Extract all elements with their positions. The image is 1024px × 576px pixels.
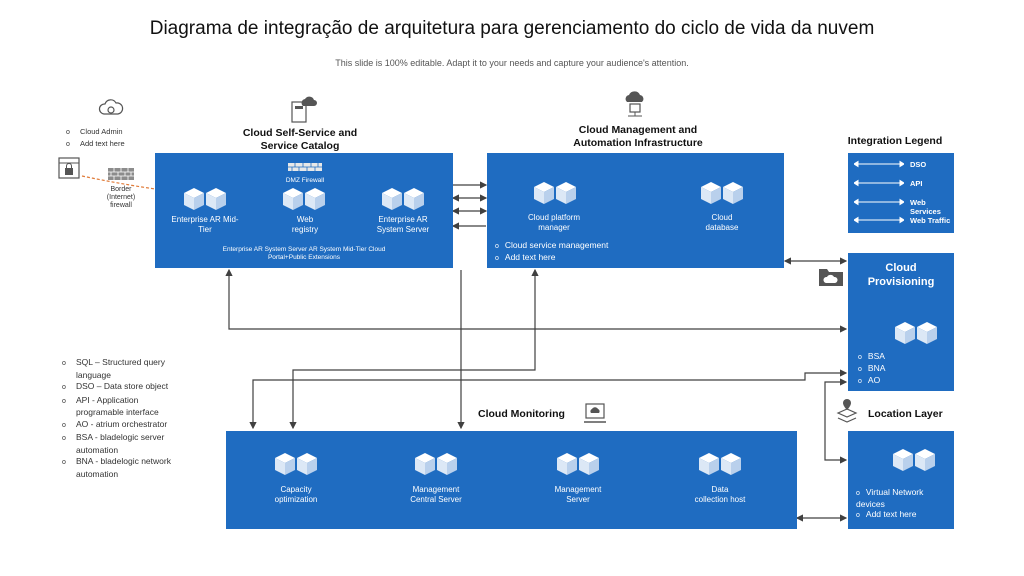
self-service-box: DMZ Firewall Enterprise AR Mid- Tier Web…	[155, 153, 453, 268]
node-capacity: Capacity optimization	[274, 485, 318, 504]
legend-item-api: API	[910, 179, 923, 188]
cubes-icon	[699, 453, 741, 475]
legend-item-dso: DSO	[910, 160, 927, 169]
legend-box: DSO API Web Services Web Traffic	[848, 153, 954, 233]
definition-item: BSA - bladelogic server automation	[62, 432, 180, 455]
cubes-icon	[415, 453, 457, 475]
definition-item: API - Application programable interface	[62, 395, 180, 418]
definition-item: DSO – Data store object	[62, 381, 180, 394]
management-item: Add text here	[495, 252, 608, 264]
provisioning-header: Cloud Provisioning	[867, 262, 935, 288]
dmz-label: DMZ Firewall	[285, 177, 325, 184]
management-box: Cloud platform manager Cloud database Cl…	[487, 153, 784, 268]
node-platform-manager: Cloud platform manager	[527, 213, 581, 232]
server-cloud-icon	[291, 96, 317, 123]
dmz-firewall-icon	[288, 163, 322, 171]
arrow-prov-location	[824, 378, 848, 464]
location-header: Location Layer	[868, 408, 943, 420]
definitions-list: SQL – Structured query language DSO – Da…	[62, 357, 180, 480]
cubes-icon	[283, 188, 325, 210]
provisioning-item: BSA	[858, 351, 885, 363]
arrow-prov-capacity	[249, 369, 848, 430]
monitoring-box: Capacity optimization Management Central…	[226, 431, 797, 529]
admin-list: Cloud Admin Add text here	[66, 127, 125, 150]
page-title: Diagrama de integração de arquitetura pa…	[149, 18, 875, 39]
brick-firewall-icon	[108, 168, 134, 180]
cubes-icon	[895, 322, 937, 344]
provisioning-item: BNA	[858, 363, 885, 375]
node-data-collection: Data collection host	[694, 485, 746, 504]
admin-item: Cloud Admin	[66, 127, 125, 138]
location-list: Virtual Network devices Add text here	[856, 487, 923, 521]
self-service-header: Cloud Self-Service and Service Catalog	[242, 127, 358, 152]
legend-item-web-traffic: Web Traffic	[910, 216, 951, 225]
provisioning-box: Cloud Provisioning BSA BNA AO	[848, 253, 954, 391]
cubes-icon	[184, 188, 226, 210]
arrow-platform-capacity	[289, 268, 539, 430]
cubes-icon	[557, 453, 599, 475]
management-list: Cloud service management Add text here	[495, 240, 608, 264]
location-item: Virtual Network devices	[856, 487, 923, 509]
arrow-ss-prov	[225, 268, 848, 333]
definition-item: BNA - bladelogic network automation	[62, 456, 180, 479]
location-box: Virtual Network devices Add text here	[848, 431, 954, 529]
management-item: Cloud service management	[495, 240, 608, 252]
location-item: Add text here	[856, 509, 923, 521]
monitoring-header: Cloud Monitoring	[478, 408, 565, 420]
self-service-footer: Enterprise AR System Server AR System Mi…	[222, 246, 386, 261]
node-cloud-database: Cloud database	[705, 213, 739, 232]
cubes-icon	[701, 182, 743, 204]
cubes-icon	[893, 449, 935, 471]
node-management-server: Management Server	[554, 485, 602, 504]
monitor-cloud-icon	[584, 403, 606, 423]
cloud-gear-icon	[98, 99, 124, 115]
legend-item-web-services: Web Services	[910, 198, 941, 216]
definition-item: AO - atrium orchestrator	[62, 419, 180, 432]
cloud-network-icon	[625, 91, 644, 117]
node-ar-server: Enterprise AR System Server	[376, 215, 430, 234]
layers-pin-icon	[836, 399, 858, 423]
admin-item: Add text here	[66, 139, 125, 150]
definition-item: SQL – Structured query language	[62, 357, 180, 380]
folder-cloud-icon	[819, 269, 843, 286]
management-header: Cloud Management and Automation Infrastr…	[573, 124, 703, 149]
page-subtitle: This slide is 100% editable. Adapt it to…	[335, 58, 689, 68]
browser-lock-icon	[58, 157, 80, 179]
node-midtier: Enterprise AR Mid- Tier	[171, 215, 239, 234]
cubes-icon	[275, 453, 317, 475]
node-central-server: Management Central Server	[410, 485, 462, 504]
node-web-registry: Web registry	[291, 215, 319, 234]
cubes-icon	[382, 188, 424, 210]
legend-arrows	[854, 160, 904, 224]
legend-header: Integration Legend	[847, 135, 943, 147]
provisioning-list: BSA BNA AO	[858, 351, 885, 387]
firewall-label: Border (Internet) firewall	[106, 186, 136, 209]
provisioning-item: AO	[858, 375, 885, 387]
cubes-icon	[534, 182, 576, 204]
